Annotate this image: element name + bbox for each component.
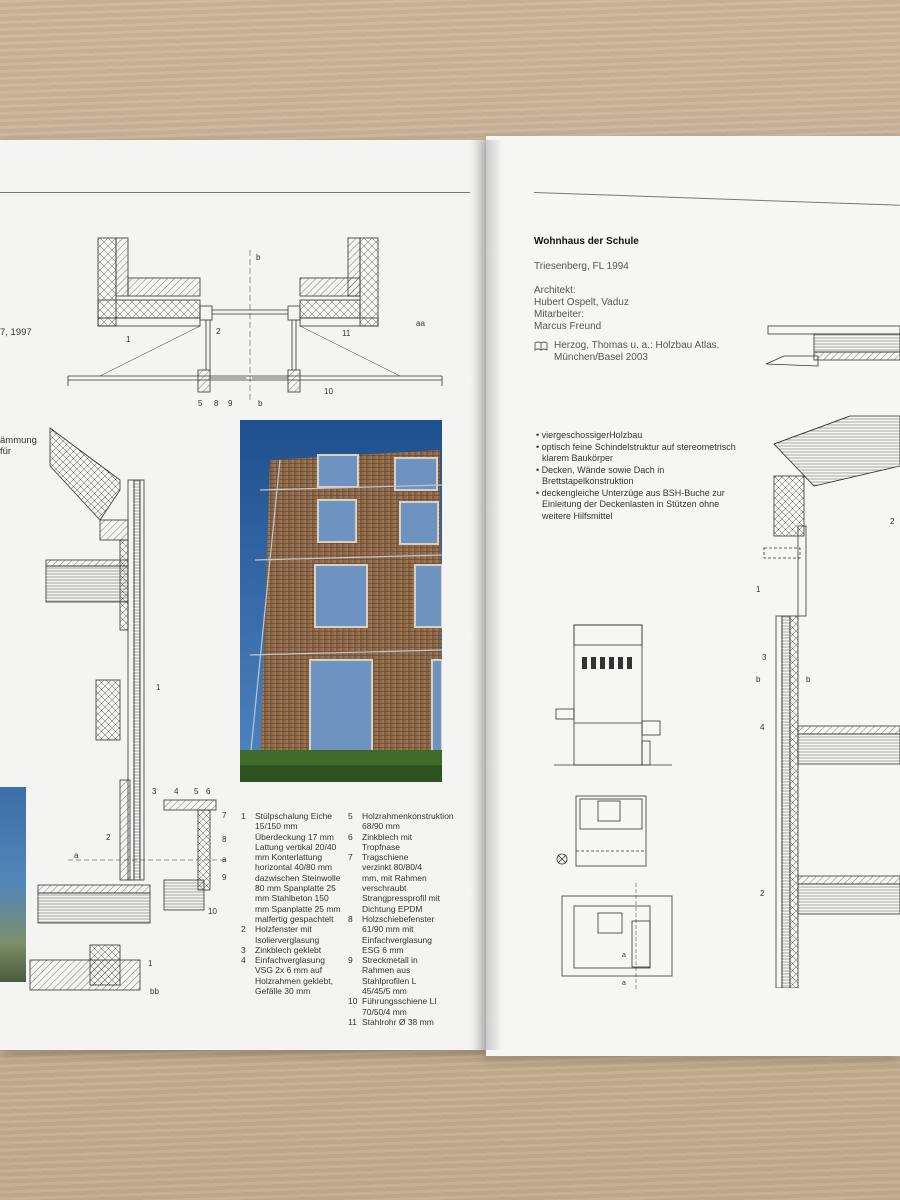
- wall-section-detail-drawing: 2 1 3 b b 4 2 aa: [756, 325, 900, 988]
- section-label-1-lower: 1: [148, 959, 153, 968]
- plan-label-b-top: b: [256, 253, 261, 262]
- detail-label-b-left: b: [756, 675, 761, 684]
- bullet-item: • viergeschossigerHolzbau: [536, 430, 643, 440]
- plan-label-aa: aa: [416, 319, 425, 328]
- project-title: Wohnhaus der Schule: [534, 236, 639, 247]
- plan-label-5: 5: [198, 399, 203, 408]
- section-label-6: 6: [206, 787, 211, 796]
- plan-label-a-upper: a: [622, 952, 626, 959]
- header-rule-right: [533, 192, 900, 206]
- section-label-bb: bb: [150, 987, 159, 995]
- plan-label-a-lower: a: [622, 980, 626, 987]
- detail-label-3: 3: [762, 653, 767, 662]
- plan-label-10: 10: [324, 387, 333, 396]
- building-facade-photo: [240, 420, 442, 782]
- section-label-a-right: a: [222, 855, 227, 864]
- section-label-8: 8: [222, 835, 227, 844]
- section-label-5: 5: [194, 787, 199, 796]
- bullet-item: • optisch feine Schindelstruktur auf ste…: [536, 441, 736, 464]
- detail-label-b-right: b: [806, 675, 811, 684]
- plan-label-8: 8: [214, 399, 219, 408]
- bullet-item: • deckengleiche Unterzüge aus BSH-Buche …: [536, 487, 725, 521]
- reference-line-1: Herzog, Thomas u. a.: Holzbau Atlas.: [554, 340, 720, 351]
- bullet-item: • Decken, Wände sowie Dach in Brettstape…: [536, 464, 665, 487]
- elevation-and-floor-plans: a a: [554, 624, 673, 989]
- floor-plan-detail-drawing: b 1 2 11 aa 5 8 9 b 10: [67, 237, 443, 408]
- plan-label-11: 11: [342, 329, 351, 338]
- section-label-4: 4: [174, 787, 179, 796]
- partial-photo-left: [0, 787, 26, 982]
- plan-label-2: 2: [216, 327, 221, 336]
- section-label-1: 1: [156, 683, 161, 692]
- detail-label-1: 1: [756, 585, 761, 594]
- reference-line-2: München/Basel 2003: [554, 352, 648, 363]
- section-label-a-left: a: [74, 851, 79, 860]
- book-gutter-shadow: [470, 140, 502, 1050]
- plan-label-9: 9: [228, 399, 233, 408]
- facade-section-drawing: 1 3 2 a 4 5 6 7 8 a 9 10 1 bb: [29, 427, 228, 995]
- project-location: Triesenberg, FL 1994: [534, 261, 629, 272]
- section-label-9: 9: [222, 873, 227, 882]
- section-label-7: 7: [222, 811, 227, 820]
- left-page: 7, 1997 ämmung für: [0, 140, 486, 1050]
- feature-bullets: • viergeschossigerHolzbau • optisch fein…: [536, 430, 736, 522]
- section-label-10: 10: [208, 907, 217, 916]
- detail-label-2: 2: [760, 889, 765, 898]
- plan-label-1: 1: [126, 335, 131, 344]
- header-rule: [0, 192, 470, 193]
- margin-fragment-2: für: [0, 446, 12, 457]
- section-label-3: 3: [152, 787, 157, 796]
- right-page: Wohnhaus der Schule Triesenberg, FL 1994…: [486, 136, 900, 1056]
- staff-label: Mitarbeiter:: [534, 309, 585, 320]
- staff-name: Marcus Freund: [534, 321, 602, 332]
- detail-label-2-top: 2: [890, 517, 895, 526]
- margin-fragment-year: 7, 1997: [0, 327, 32, 338]
- architect-label: Architekt:: [534, 285, 576, 296]
- detail-label-4: 4: [760, 723, 765, 732]
- architect-name: Hubert Ospelt, Vaduz: [534, 297, 629, 308]
- plan-label-b-bottom: b: [258, 399, 263, 408]
- book-icon: [534, 341, 548, 351]
- margin-fragment-1: ämmung: [0, 435, 37, 446]
- section-label-2: 2: [106, 833, 111, 842]
